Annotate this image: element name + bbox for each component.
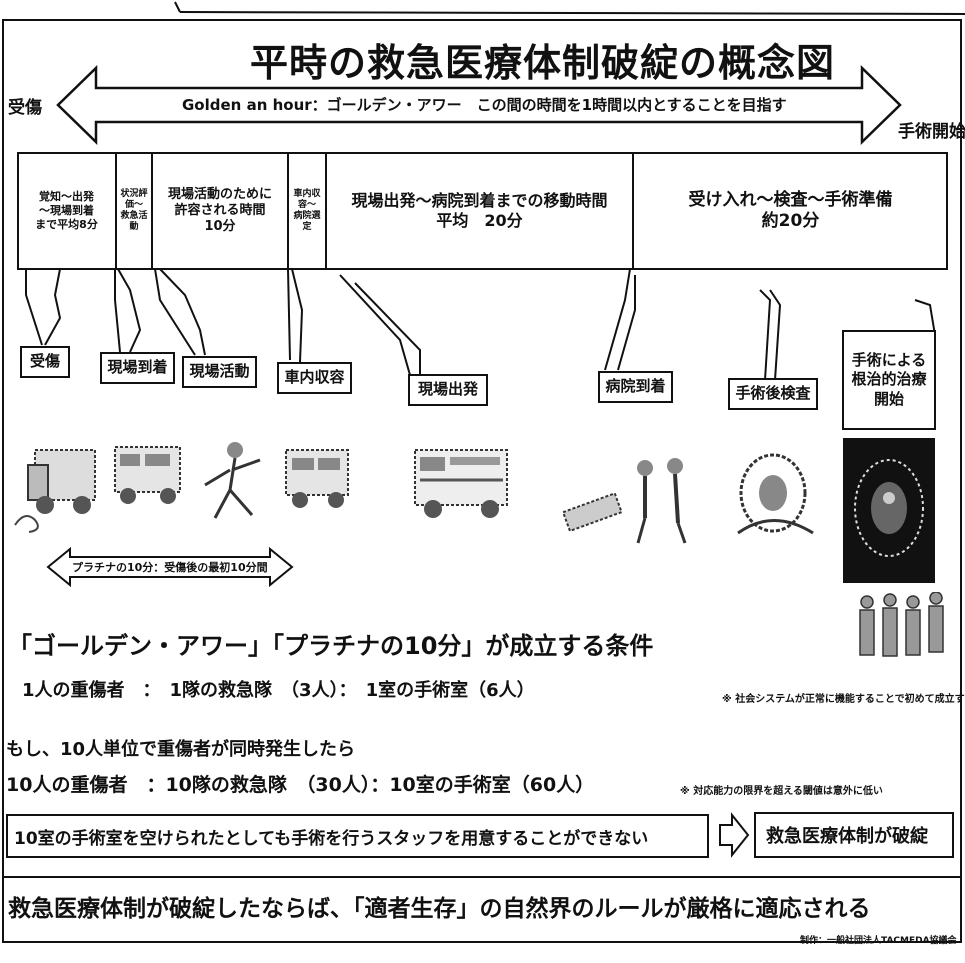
ratio-line: 1人の重傷者 ： 1隊の救急隊 （3人）： 1室の手術室（6人）	[22, 680, 535, 701]
callout-vehicle-loading: 車内収容	[277, 362, 352, 394]
conditions-heading: 「ゴールデン・アワー」「プラチナの10分」が成立する条件	[8, 632, 654, 660]
callout-injury: 受傷	[20, 346, 70, 378]
callout-surgery-start: 手術による 根治的治療 開始	[842, 330, 936, 430]
golden-hour-caption: Golden an hour：ゴールデン・アワー この間の時間を1時間以内とする…	[182, 96, 787, 114]
callout-scene-arrival: 現場到着	[100, 352, 175, 384]
segment-assessment: 状況評 価～ 救急活 動	[117, 153, 153, 269]
callout-scene-activity: 現場活動	[182, 356, 257, 388]
conclusion-line: 救急医療体制が破綻したならば、「適者生存」の自然界のルールが厳格に適応される	[8, 896, 871, 922]
staff-shortage-box: 10室の手術室を空けられたとしても手術を行うスタッフを用意することができない	[6, 814, 709, 858]
scaled-note: ※ 対応能力の限界を超える閾値は意外に低い	[680, 786, 883, 797]
segment-loading: 車内収 容～ 病院選 定	[289, 153, 327, 269]
segment-transport: 現場出発～病院到着までの移動時間 平均 20分	[327, 153, 634, 269]
callout-scene-departure: 現場出発	[408, 374, 488, 406]
page-title: 平時の救急医療体制破綻の概念図	[250, 41, 836, 85]
platinum-caption: プラチナの10分：受傷後の最初10分間	[72, 561, 268, 574]
platinum-ten-arrow	[46, 546, 294, 588]
collapse-box: 救急医療体制が破綻	[754, 812, 954, 858]
ratio-note: ※ 社会システムが正常に機能することで初めて成立する	[722, 694, 965, 705]
golden-hour-arrow	[56, 65, 902, 145]
ambulance-loading-icon	[285, 449, 349, 508]
callout-hospital-arrival: 病院到着	[598, 371, 673, 403]
surgery-icon	[843, 438, 935, 583]
scaled-line: 10人の重傷者 ：10隊の救急隊 （30人）：10室の手術室（60人）	[6, 774, 595, 796]
segment-hospital-prep: 受け入れ～検査～手術準備 約20分	[688, 189, 893, 231]
ambulance-arrival-icon	[114, 446, 181, 504]
timeline-start-label: 受傷	[8, 98, 42, 118]
credit-line: 制作：一般社団法人TACMEDA協議会	[800, 936, 957, 946]
segment-dispatch: 覚知～出発 ～現場到着 まで平均8分	[18, 153, 117, 269]
surgical-staff-icon	[859, 592, 944, 657]
hospital-arrival-icon	[561, 458, 687, 544]
result-arrow	[719, 812, 750, 858]
if-line: もし、10人単位で重傷者が同時発生したら	[6, 739, 356, 760]
callout-post-op-exam: 手術後検査	[728, 378, 818, 410]
ct-scan-icon	[737, 453, 814, 535]
field-activity-icon	[204, 442, 261, 519]
segment-field-activity: 現場活動のために 許容される時間 10分	[153, 153, 289, 269]
ambulance-transport-icon	[414, 449, 508, 518]
timeline-end-label: 手術開始	[898, 122, 965, 142]
ambulance-dispatch-icon	[14, 449, 96, 533]
